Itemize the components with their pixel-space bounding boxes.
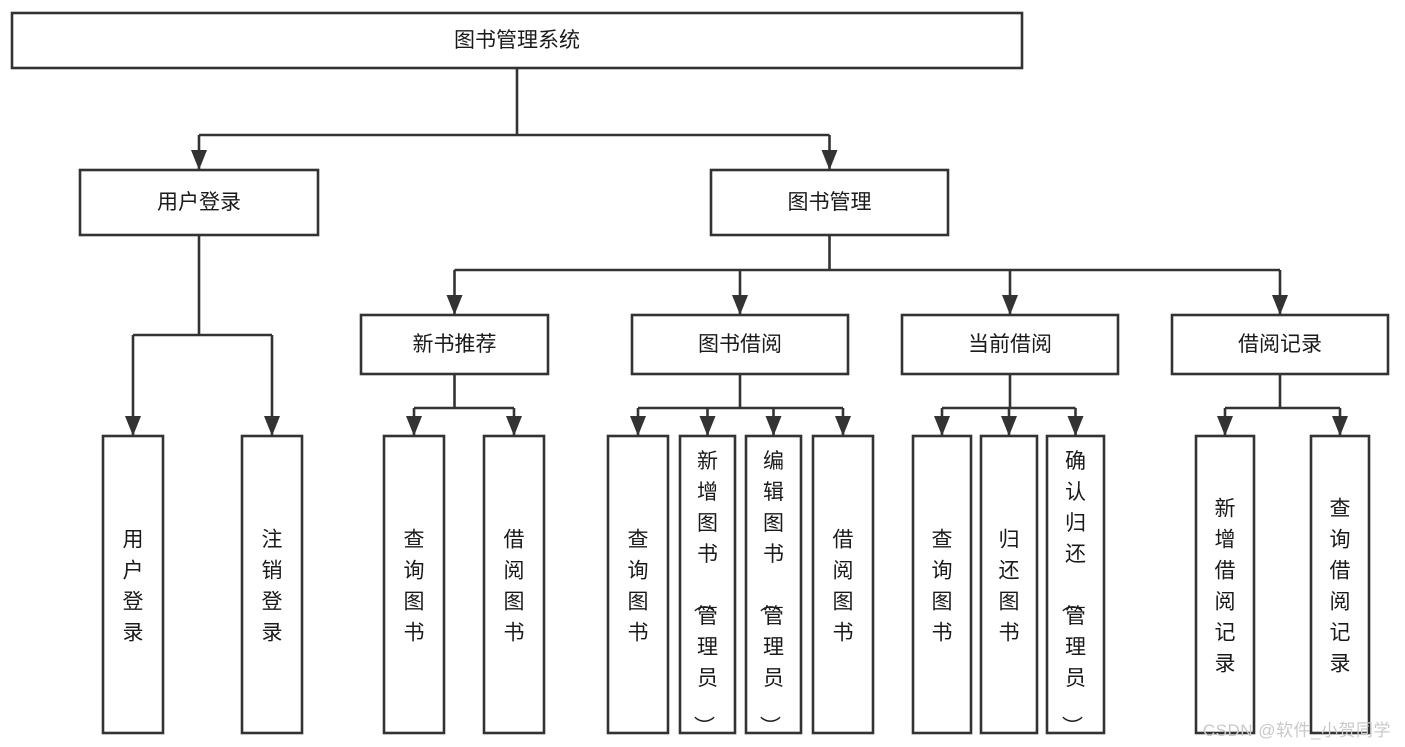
node-leaf-add-record[interactable]: 新增借阅记录: [1194, 434, 1256, 735]
node-book-borrow[interactable]: 图书借阅: [630, 313, 850, 376]
arrow-head-icon: [446, 295, 463, 315]
node-label-leaf-query-book-2: 查询图书: [628, 528, 649, 644]
node-label-book-borrow: 图书借阅: [698, 333, 782, 356]
node-leaf-return-book[interactable]: 归还图书: [979, 434, 1039, 735]
node-box: [606, 434, 670, 735]
arrow-head-icon: [934, 416, 950, 436]
arrow-head-icon: [264, 416, 280, 436]
node-box: [678, 434, 737, 735]
node-label-borrow-record: 借阅记录: [1238, 333, 1322, 356]
node-box: [382, 434, 446, 735]
node-leaf-borrow-book-1[interactable]: 借阅图书: [482, 434, 546, 735]
node-label-leaf-confirm-return: 确认归还（管理员）: [1060, 450, 1086, 737]
arrow-head-icon: [1067, 416, 1084, 436]
node-leaf-edit-book[interactable]: 编辑图书（管理员）: [744, 434, 803, 737]
node-leaf-borrow-book-2[interactable]: 借阅图书: [811, 434, 875, 735]
arrow-head-icon: [1001, 416, 1017, 436]
node-leaf-query-record[interactable]: 查询借阅记录: [1309, 434, 1371, 735]
node-box: [1045, 434, 1106, 735]
connector-layer: [125, 68, 1348, 436]
node-box: [709, 168, 950, 237]
node-label-user-login: 用户登录: [157, 191, 241, 214]
node-box: [10, 11, 1024, 70]
node-box: [1194, 434, 1256, 735]
node-label-leaf-query-book-1: 查询图书: [404, 528, 425, 644]
node-book-manage[interactable]: 图书管理: [709, 168, 950, 237]
node-label-leaf-logout: 注销登录: [262, 528, 283, 644]
arrow-head-icon: [506, 416, 522, 436]
arrow-head-icon: [732, 295, 748, 315]
node-box: [630, 313, 850, 376]
arrow-head-icon: [1002, 295, 1018, 315]
node-root[interactable]: 图书管理系统: [10, 11, 1024, 70]
arrow-head-icon: [1217, 416, 1233, 436]
node-box: [900, 313, 1120, 376]
arrow-head-icon: [1272, 295, 1288, 315]
node-leaf-user-login[interactable]: 用户登录: [101, 434, 165, 735]
arrow-head-icon: [699, 416, 716, 436]
node-label-root: 图书管理系统: [454, 29, 580, 52]
node-box: [359, 313, 550, 376]
node-box: [744, 434, 803, 735]
node-leaf-logout[interactable]: 注销登录: [240, 434, 304, 735]
node-label-leaf-query-book-3: 查询图书: [932, 528, 953, 644]
node-label-leaf-edit-book: 编辑图书（管理员）: [758, 450, 784, 737]
node-label-leaf-return-book: 归还图书: [999, 528, 1020, 644]
node-label-book-manage: 图书管理: [788, 191, 872, 214]
node-box: [78, 168, 320, 237]
node-box: [911, 434, 973, 735]
node-user-login[interactable]: 用户登录: [78, 168, 320, 237]
node-label-leaf-borrow-book-2: 借阅图书: [833, 528, 854, 644]
node-box: [1309, 434, 1371, 735]
node-leaf-query-book-2[interactable]: 查询图书: [606, 434, 670, 735]
node-box: [1170, 313, 1390, 376]
node-current-borrow[interactable]: 当前借阅: [900, 313, 1120, 376]
arrow-head-icon: [765, 416, 782, 436]
node-box: [240, 434, 304, 735]
node-label-leaf-user-login: 用户登录: [123, 528, 144, 644]
arrow-head-icon: [191, 150, 207, 170]
arrow-head-icon: [1332, 416, 1348, 436]
node-box: [101, 434, 165, 735]
node-label-current-borrow: 当前借阅: [968, 333, 1052, 356]
node-leaf-query-book-1[interactable]: 查询图书: [382, 434, 446, 735]
arrow-head-icon: [821, 150, 838, 170]
node-box: [979, 434, 1039, 735]
node-label-leaf-borrow-book-1: 借阅图书: [504, 528, 525, 644]
node-leaf-query-book-3[interactable]: 查询图书: [911, 434, 973, 735]
node-leaf-confirm-return[interactable]: 确认归还（管理员）: [1045, 434, 1106, 737]
node-label-leaf-query-record: 查询借阅记录: [1330, 497, 1351, 675]
node-leaf-add-book[interactable]: 新增图书（管理员）: [678, 434, 737, 737]
arrow-head-icon: [630, 416, 646, 436]
node-label-new-book-recommend: 新书推荐: [413, 333, 497, 356]
arrow-head-icon: [406, 416, 422, 436]
node-layer: 图书管理系统用户登录图书管理新书推荐图书借阅当前借阅借阅记录用户登录注销登录查询…: [10, 11, 1390, 737]
node-label-leaf-add-book: 新增图书（管理员）: [692, 450, 718, 737]
node-borrow-record[interactable]: 借阅记录: [1170, 313, 1390, 376]
node-new-book-recommend[interactable]: 新书推荐: [359, 313, 550, 376]
node-label-leaf-add-record: 新增借阅记录: [1215, 497, 1236, 675]
node-box: [811, 434, 875, 735]
arrow-head-icon: [835, 416, 851, 436]
arrow-head-icon: [125, 416, 141, 436]
node-box: [482, 434, 546, 735]
